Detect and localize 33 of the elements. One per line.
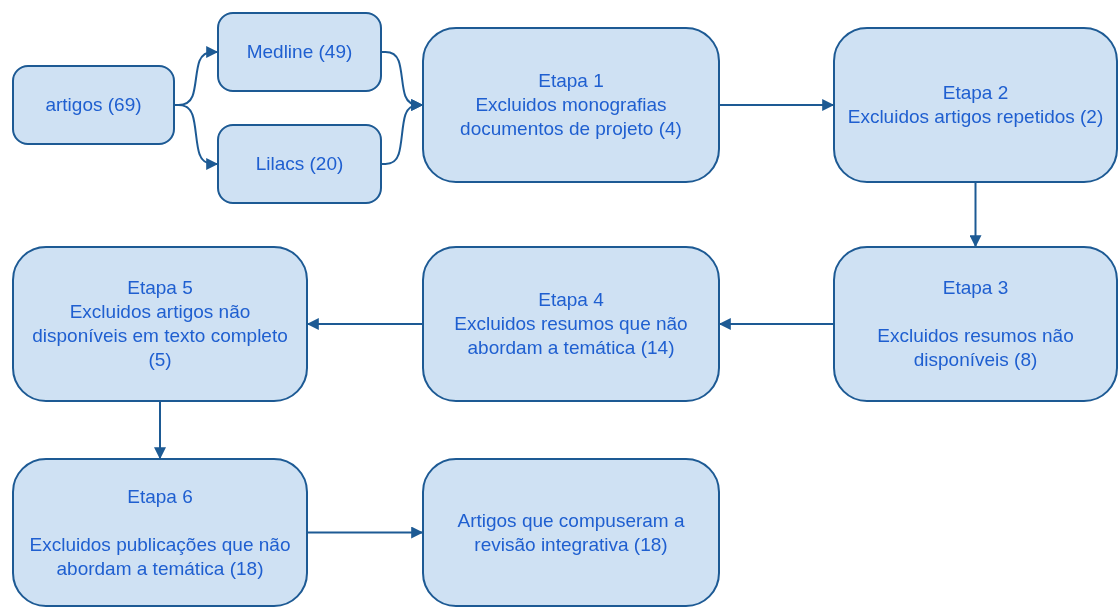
process-box	[12, 246, 308, 402]
step-title: Etapa 1	[538, 69, 604, 93]
step-title: Etapa 6	[127, 484, 193, 509]
step-title: Etapa 3	[942, 276, 1009, 300]
arrow	[154, 401, 166, 460]
process-box	[833, 246, 1118, 402]
arrow	[718, 318, 834, 330]
box-text: Medline (49)	[246, 40, 353, 64]
process-box	[12, 458, 308, 607]
arrow	[381, 99, 424, 165]
process-box	[12, 65, 175, 145]
box-text: Artigos que compuseram a revisão integrativa (18)	[456, 508, 686, 557]
arrow	[306, 318, 423, 330]
step-description: Excluidos resumos não disponíveis (8)	[876, 324, 1075, 372]
box-text: Lilacs (20)	[255, 152, 344, 176]
process-box	[422, 458, 720, 607]
step-description: Excluidos resumos que não abordam a temática (14)	[453, 312, 689, 360]
box-text: artigos (69)	[45, 93, 142, 117]
step-title: Etapa 5	[127, 276, 193, 300]
step-description: Excluidos publicações que não abordam a temática (18)	[28, 532, 292, 581]
process-box	[422, 246, 720, 402]
process-box	[217, 124, 382, 204]
step-description: Excluidos monografias documentos de projeto (4)	[459, 93, 683, 141]
step-title: Etapa 2	[942, 81, 1009, 105]
arrow	[719, 99, 835, 111]
step-description: Excluidos artigos repetidos (2)	[847, 105, 1104, 129]
step-description: Excluidos artigos não disponíveis em texto completo (5)	[31, 300, 289, 372]
arrow	[307, 526, 424, 539]
process-box	[422, 27, 720, 183]
arrow	[969, 182, 982, 248]
process-box	[833, 27, 1118, 183]
process-box	[217, 12, 382, 92]
step-title: Etapa 4	[538, 288, 604, 312]
